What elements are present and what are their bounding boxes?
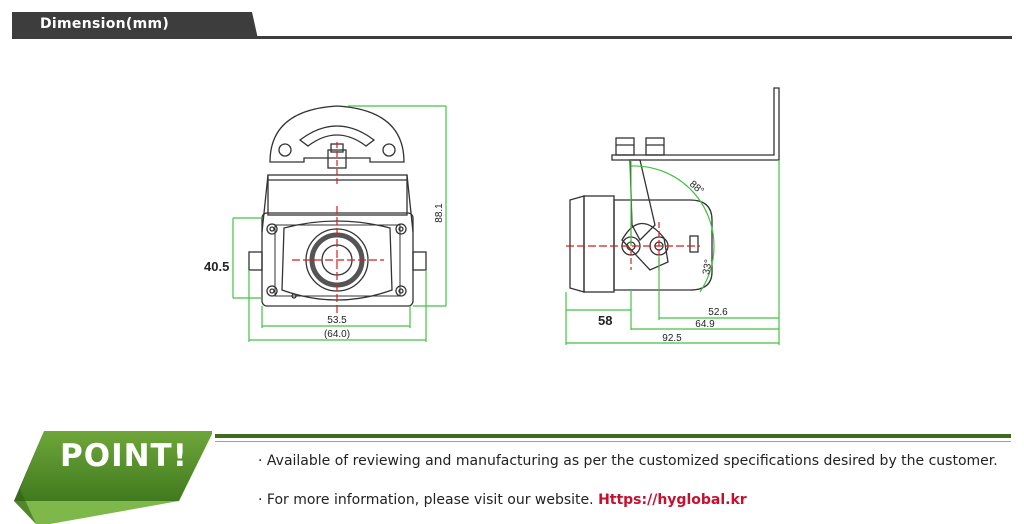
point-badge [14, 431, 212, 524]
side-dimensions [565, 160, 780, 345]
website-link[interactable]: Https://hyglobal.kr [598, 492, 747, 508]
angle-33: 33° [701, 259, 714, 276]
dim-width-53-5: 53.5 [327, 315, 347, 326]
dim-58: 58 [598, 313, 612, 328]
section-title: Dimension(mm) [40, 16, 170, 32]
dimension-drawing: 88.1 40.5 53.5 (64.0) [204, 87, 780, 345]
header-tab [12, 12, 258, 39]
dim-64-9: 64.9 [695, 319, 715, 330]
dim-width-64-0: (64.0) [324, 329, 350, 340]
angle-88: 88° [687, 179, 706, 197]
header-rule [250, 36, 1012, 39]
side-centerlines [566, 222, 700, 270]
dim-52-6: 52.6 [708, 307, 728, 318]
point-text-customization: · Available of reviewing and manufacturi… [258, 453, 998, 469]
dim-side-40-5: 40.5 [204, 259, 229, 274]
front-dimensions [232, 105, 447, 342]
point-text-website: · For more information, please visit our… [258, 492, 747, 508]
point-rule-thin [215, 441, 1011, 442]
side-view [569, 87, 780, 293]
dim-height-88-1: 88.1 [434, 203, 445, 223]
dim-92-5: 92.5 [662, 333, 682, 344]
front-centerlines [292, 142, 384, 314]
point-rule [215, 434, 1011, 438]
website-prefix: · For more information, please visit our… [258, 492, 594, 508]
point-label: POINT! [60, 438, 188, 474]
